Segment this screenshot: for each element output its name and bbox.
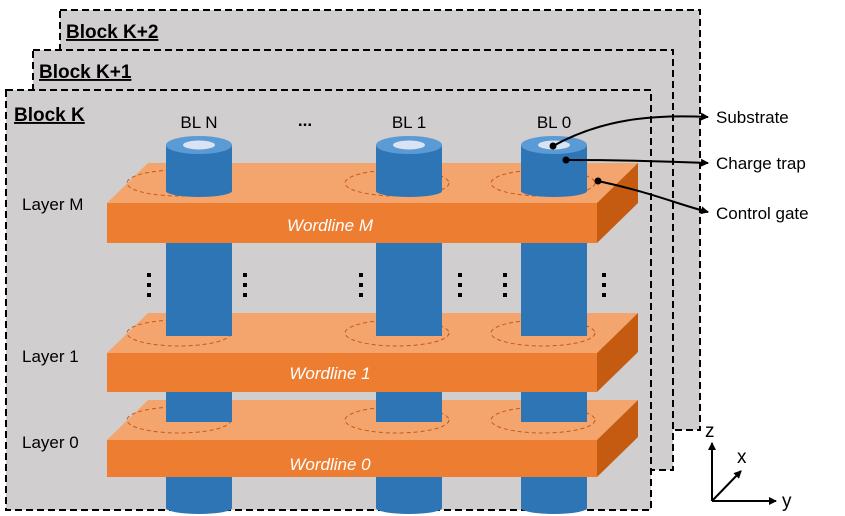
dots-2 xyxy=(243,273,247,297)
pillar-lower-segments xyxy=(166,390,587,422)
dots-6 xyxy=(602,273,606,297)
pillar-middle-segments xyxy=(166,240,587,336)
bitline-label-0: BL 0 xyxy=(537,113,571,132)
block-k-plus-2-label: Block K+2 xyxy=(66,22,158,43)
control-gate-arrow xyxy=(597,180,709,215)
x-axis-label: x xyxy=(737,447,747,468)
y-axis-label: y xyxy=(782,491,792,512)
substrate-label: Substrate xyxy=(716,108,789,127)
layer-0-label: Layer 0 xyxy=(22,433,79,452)
substrate-arrow xyxy=(552,112,709,147)
callout-dots xyxy=(549,142,602,185)
wordline-m-label: Wordline M xyxy=(287,216,374,235)
layer-1-label: Layer 1 xyxy=(22,347,79,366)
callout-arrows xyxy=(552,112,709,215)
axis-indicator xyxy=(708,442,777,505)
dots-5 xyxy=(503,273,507,297)
z-axis-label: z xyxy=(705,421,715,442)
block-k-plus-1-label: Block K+1 xyxy=(39,62,132,83)
dots-4 xyxy=(458,273,462,297)
vertical-ellipsis-dots xyxy=(147,273,606,297)
bitline-label-n: BL N xyxy=(180,113,217,132)
x-axis-arrow xyxy=(711,470,742,502)
bitline-label-1: BL 1 xyxy=(392,113,426,132)
pillar-bl-n xyxy=(166,136,232,197)
charge-trap-label: Charge trap xyxy=(716,154,806,173)
pillar-bl-1 xyxy=(376,136,442,197)
layer-m-label: Layer M xyxy=(22,195,83,214)
dots-3 xyxy=(359,273,363,297)
control-gate-label: Control gate xyxy=(716,204,809,223)
wordline-0-slab: Wordline 0 xyxy=(107,400,638,477)
wordline-1-label: Wordline 1 xyxy=(289,364,370,383)
wordline-0-label: Wordline 0 xyxy=(289,455,371,474)
bitline-ellipsis: ... xyxy=(298,111,312,130)
charge-trap-arrow xyxy=(565,158,709,167)
block-k-label: Block K xyxy=(14,105,85,126)
wordline-1-slab: Wordline 1 xyxy=(107,313,638,392)
dots-1 xyxy=(147,273,151,297)
